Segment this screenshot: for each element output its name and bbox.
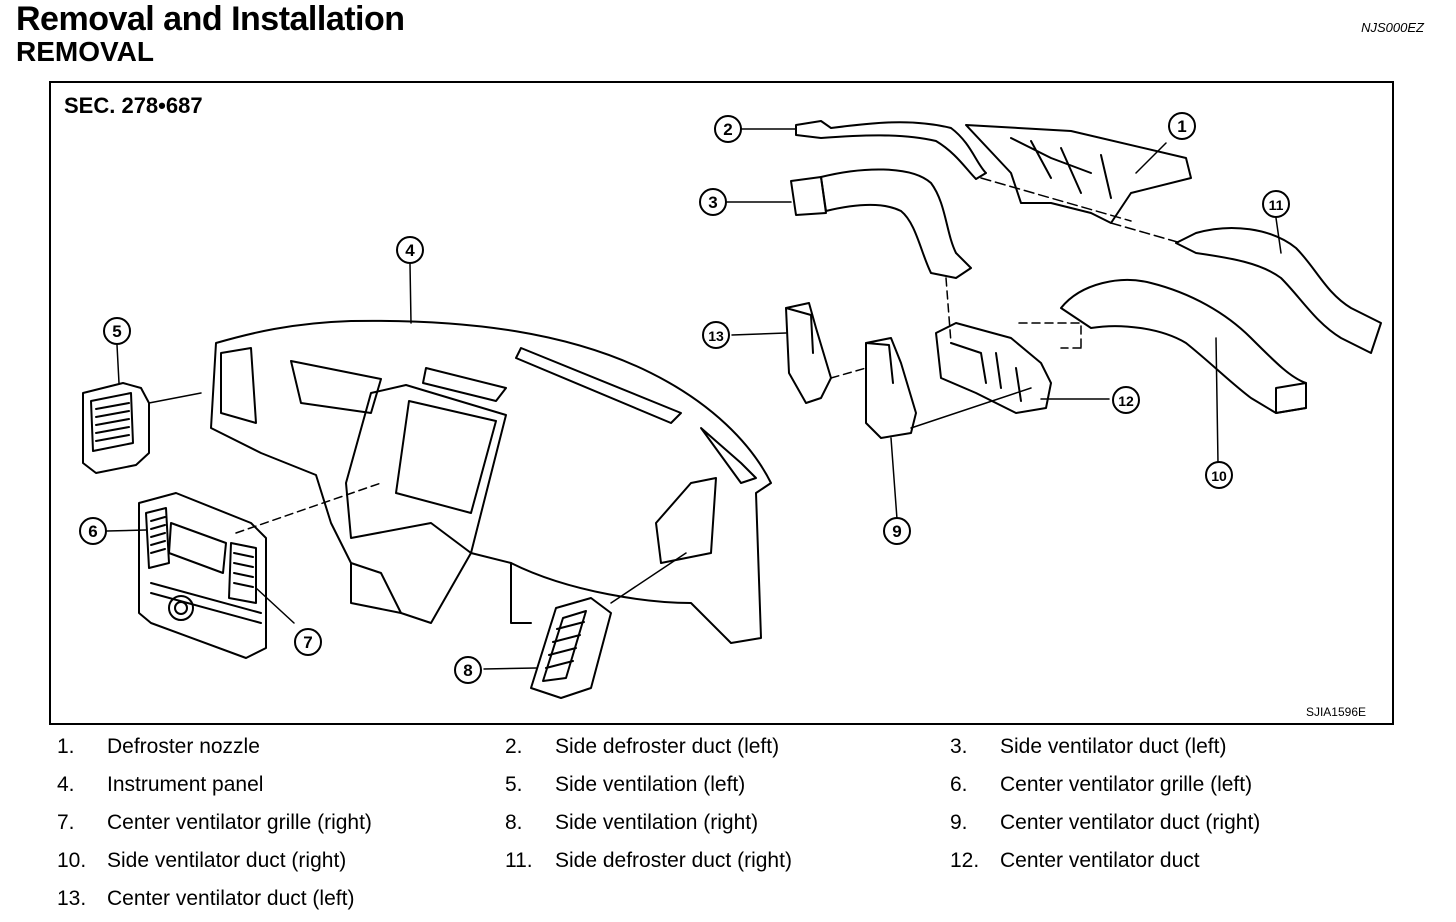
legend-label: Center ventilator duct (right) xyxy=(1000,811,1261,834)
legend-label: Side defroster duct (left) xyxy=(555,735,780,758)
callout-11: 11 xyxy=(1262,190,1290,218)
section-label: SEC. 278•687 xyxy=(64,93,203,118)
side-ventilator-duct-left-part xyxy=(790,168,972,344)
svg-text:9: 9 xyxy=(892,522,901,541)
svg-text:11: 11 xyxy=(1269,197,1284,213)
legend-label: Defroster nozzle xyxy=(107,735,260,758)
center-ventilator-grilles-part xyxy=(138,482,382,659)
legend-label: Center ventilator grille (left) xyxy=(1000,773,1253,796)
exploded-diagram: 1 2 3 4 5 6 7 8 9 10 11 12 13 xyxy=(79,112,1382,699)
callout-12: 12 xyxy=(1112,386,1140,414)
callout-13: 13 xyxy=(702,321,730,349)
svg-text:4: 4 xyxy=(405,241,415,260)
legend-label: Side ventilation (left) xyxy=(555,773,746,796)
center-ventilator-duct-right-part xyxy=(865,337,1032,439)
diagram-frame: 1 2 3 4 5 6 7 8 9 10 11 12 13 SEC. 278•6… xyxy=(49,81,1394,725)
svg-text:10: 10 xyxy=(1211,468,1227,484)
callout-8: 8 xyxy=(454,656,482,684)
side-defroster-duct-right-part xyxy=(1175,227,1382,354)
legend-number: 13. xyxy=(57,887,87,910)
callout-9: 9 xyxy=(883,517,911,545)
svg-text:5: 5 xyxy=(112,322,121,341)
side-ventilator-duct-right-part xyxy=(1060,279,1307,414)
legend-number: 8. xyxy=(505,811,523,834)
side-defroster-duct-left-part xyxy=(795,120,987,180)
legend-number: 3. xyxy=(950,735,968,758)
svg-text:8: 8 xyxy=(463,661,472,680)
legend-number: 1. xyxy=(57,735,75,758)
page-title: Removal and Installation xyxy=(16,0,405,38)
legend-number: 9. xyxy=(950,811,968,834)
defroster-nozzle-part xyxy=(965,124,1192,244)
svg-text:3: 3 xyxy=(708,193,717,212)
side-ventilation-left-part xyxy=(82,382,202,474)
legend-label: Side defroster duct (right) xyxy=(555,849,792,872)
legend-label: Side ventilator duct (right) xyxy=(107,849,347,872)
callouts: 1 2 3 4 5 6 7 8 9 10 11 12 13 xyxy=(79,112,1290,684)
legend-number: 2. xyxy=(505,735,523,758)
svg-text:2: 2 xyxy=(723,120,732,139)
legend-label: Instrument panel xyxy=(107,773,264,796)
callout-3: 3 xyxy=(699,188,727,216)
page-subtitle: REMOVAL xyxy=(16,36,154,67)
callout-6: 6 xyxy=(79,517,107,545)
svg-text:13: 13 xyxy=(708,328,724,344)
legend-number: 10. xyxy=(57,849,87,872)
legend-label: Center ventilator duct (left) xyxy=(107,887,355,910)
legend-number: 11. xyxy=(505,849,533,872)
svg-text:6: 6 xyxy=(88,522,97,541)
callout-7: 7 xyxy=(294,628,322,656)
figure-code: SJIA1596E xyxy=(1305,705,1366,719)
legend-number: 12. xyxy=(950,849,980,872)
callout-2: 2 xyxy=(714,115,742,143)
legend-number: 6. xyxy=(950,773,968,796)
document-code: NJS000EZ xyxy=(1361,20,1424,35)
svg-text:12: 12 xyxy=(1118,393,1134,409)
instrument-panel-part xyxy=(210,319,772,644)
legend-label: Center ventilator grille (right) xyxy=(107,811,372,834)
legend-number: 5. xyxy=(505,773,523,796)
center-ventilator-duct-part xyxy=(935,322,1082,414)
center-ventilator-duct-left-part xyxy=(785,302,867,404)
callout-1: 1 xyxy=(1168,112,1196,140)
legend-label: Side ventilator duct (left) xyxy=(1000,735,1227,758)
leader-lines xyxy=(106,128,1282,670)
svg-text:7: 7 xyxy=(303,633,312,652)
svg-text:1: 1 xyxy=(1177,117,1186,136)
legend-number: 7. xyxy=(57,811,75,834)
side-ventilation-right-part xyxy=(530,552,687,699)
callout-10: 10 xyxy=(1205,461,1233,489)
legend-label: Side ventilation (right) xyxy=(555,811,759,834)
legend-number: 4. xyxy=(57,773,75,796)
callout-4: 4 xyxy=(396,236,424,264)
callout-5: 5 xyxy=(103,317,131,345)
legend-label: Center ventilator duct xyxy=(1000,849,1200,872)
